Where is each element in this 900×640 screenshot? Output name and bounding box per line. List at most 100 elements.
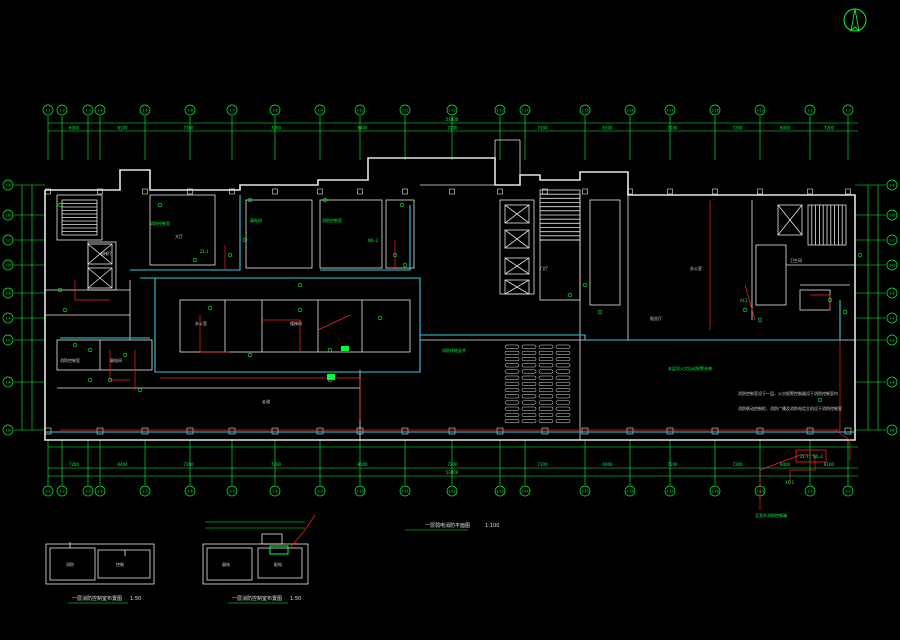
auditorium-seat	[504, 363, 520, 368]
auditorium-seat	[555, 375, 571, 380]
auditorium-seat	[555, 400, 571, 405]
auditorium-seat	[521, 363, 537, 368]
column	[401, 427, 409, 435]
smoke-detector-icon	[57, 202, 63, 208]
dimension-text-top: 7200	[183, 126, 194, 131]
grid-label-bottom: 1-9	[317, 489, 322, 493]
smoke-detector-icon	[87, 377, 93, 383]
auditorium-seat	[521, 381, 537, 386]
grid-label-top: 1-9	[317, 108, 322, 112]
grid-label-bottom: 1-16	[626, 489, 633, 493]
grid-bubble-left	[2, 259, 14, 271]
column	[666, 427, 674, 435]
grid-label-top: 1-12	[448, 108, 455, 112]
auditorium-seat	[555, 388, 571, 393]
grid-label-bottom: 1-7	[229, 489, 234, 493]
grid-bubble-top	[42, 104, 54, 116]
dimension-text-bottom: 8400	[117, 462, 128, 467]
smoke-detector-icon	[857, 252, 863, 258]
auditorium-seat	[521, 357, 537, 362]
column	[448, 427, 456, 435]
column	[356, 427, 364, 435]
grid-label-left: 1-B	[5, 213, 10, 217]
auditorium-seat	[538, 412, 554, 417]
auditorium-seat	[538, 350, 554, 355]
grid-bubble-bottom	[399, 485, 411, 497]
grid-bubble-left	[2, 234, 14, 246]
grid-label-right: 1-C	[889, 238, 895, 242]
auditorium-seat	[521, 394, 537, 399]
small-plan-2: 弱电 配电 一层消防控制室布置图 1:50	[202, 514, 316, 604]
grid-bubble-bottom	[42, 485, 54, 497]
panel-label: AL1	[740, 298, 748, 303]
dimension-text-top: 7200	[667, 126, 678, 131]
column	[496, 427, 504, 435]
auditorium-seat	[538, 375, 554, 380]
column	[402, 188, 408, 195]
column	[228, 427, 236, 435]
grid-label-left: 1-D	[5, 263, 11, 267]
grid-label-left: 1-E	[5, 291, 10, 295]
grid-label-top: 1-15	[581, 108, 588, 112]
auditorium-seat	[555, 394, 571, 399]
room-corridor: 走道	[262, 398, 270, 404]
grid-bubble-top	[709, 104, 721, 116]
dimension-text-top: 8100	[117, 126, 128, 131]
right-note-1: 消防控制室设于一层，火灾报警控制器设于消防控制室内	[738, 390, 838, 396]
grid-bubble-bottom	[664, 485, 676, 497]
dimension-text-bottom: 6000	[780, 462, 791, 467]
grid-label-top: 1-3	[85, 108, 90, 112]
grid-bubble-right	[886, 312, 898, 324]
grid-axes-right: 1-A1-B1-C1-D1-E1-F1-G1-A1-B	[855, 179, 898, 436]
grid-bubble-bottom	[226, 485, 238, 497]
auditorium-seat	[538, 344, 554, 349]
column	[542, 188, 548, 195]
smoke-detector-icon	[842, 309, 848, 315]
grid-bubble-bottom	[494, 485, 506, 497]
side-dimension-lines	[21, 185, 879, 430]
room-auditorium: 报告厅	[650, 315, 662, 321]
auditorium-seat	[555, 369, 571, 374]
auditorium-seat	[538, 406, 554, 411]
grid-bubble-top	[56, 104, 68, 116]
column	[757, 188, 763, 195]
grid-bubble-top	[754, 104, 766, 116]
smoke-detector-icon	[107, 377, 113, 383]
grid-label-right: 1-F	[889, 316, 894, 320]
grid-bubble-right	[886, 259, 898, 271]
column	[712, 188, 718, 195]
grid-label-right: 1-E	[889, 291, 894, 295]
smoke-detector-icon	[122, 352, 128, 358]
grid-bubble-top	[494, 104, 506, 116]
grid-label-top: 1-10	[356, 108, 363, 112]
auditorium-seat	[538, 357, 554, 362]
auditorium-seat	[555, 344, 571, 349]
stair-center	[539, 189, 581, 241]
dimension-text-bottom: 7200	[732, 462, 743, 467]
auditorium-seat	[521, 400, 537, 405]
grid-label-bottom: 1-14	[521, 489, 528, 493]
smoke-detector-icon	[757, 317, 763, 323]
elevators-west	[87, 243, 113, 289]
grid-bubble-bottom	[56, 485, 68, 497]
grid-label-left: 1-A	[5, 183, 11, 187]
auditorium-seat	[521, 344, 537, 349]
dimension-text-bottom: 7200	[667, 462, 678, 467]
dimension-text-top: 6000	[69, 126, 80, 131]
smoke-detector-icon	[402, 262, 408, 268]
dimension-text-bottom: 7200	[271, 462, 282, 467]
grid-label-top: 1-19	[756, 108, 763, 112]
grid-label-top: 1-17	[666, 108, 673, 112]
column	[711, 427, 719, 435]
auditorium-seat	[555, 412, 571, 417]
grid-label-bottom: 1-10	[356, 489, 363, 493]
dimension-text-bottom: 7200	[183, 462, 194, 467]
building-outline	[44, 139, 856, 441]
room-stair: 楼梯间	[290, 320, 302, 326]
smoke-detector-icon	[297, 307, 303, 313]
column	[627, 188, 633, 195]
column	[96, 427, 104, 435]
auditorium-seat	[504, 375, 520, 380]
